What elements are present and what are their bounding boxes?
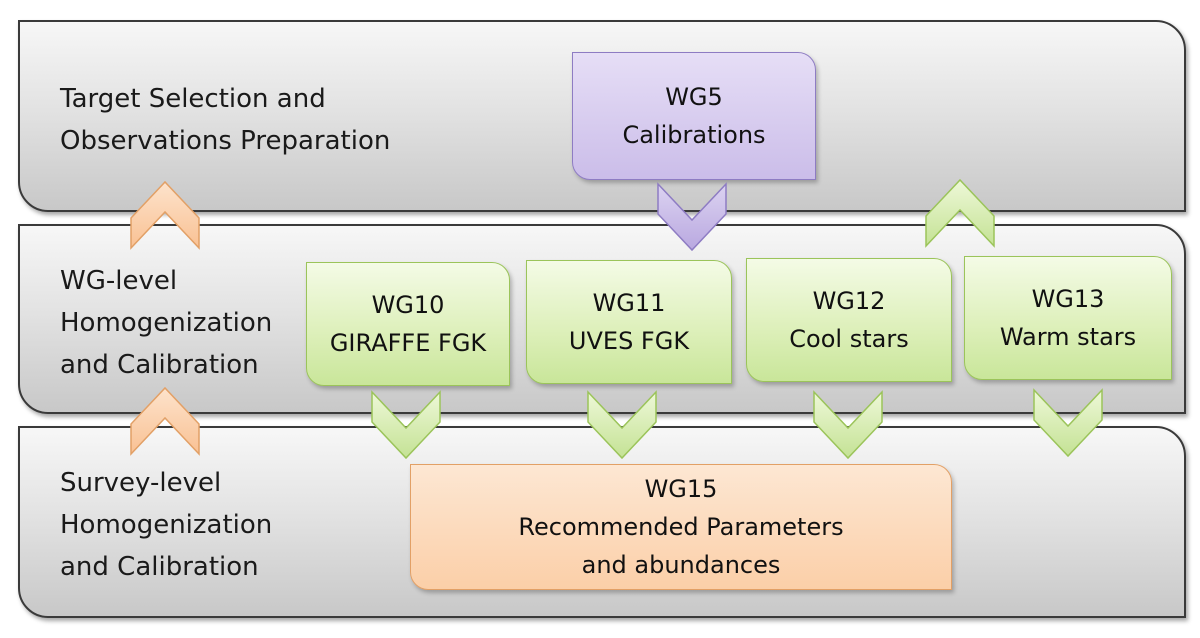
up-arrow-icon <box>925 178 995 248</box>
up-arrow-icon <box>130 180 200 250</box>
up-arrow-icon <box>130 386 200 456</box>
wg11-subtitle: UVES FGK <box>568 327 690 355</box>
wg10-title: WG10 <box>371 291 445 319</box>
tier-target-selection-label: Target Selection and Observations Prepar… <box>60 84 391 156</box>
wg15-title: WG15 <box>644 475 718 503</box>
wg13-subtitle: Warm stars <box>999 323 1137 351</box>
wg5-subtitle: Calibrations <box>622 121 766 149</box>
wg11-title: WG11 <box>592 289 666 317</box>
tier-survey-level-label: Survey-level Homogenization and Calibrat… <box>60 468 273 582</box>
wg12-cool-stars-box: WG12 Cool stars <box>746 258 952 382</box>
wg15-subtitle: Recommended Parameters <box>518 513 844 541</box>
wg13-title: WG13 <box>1031 285 1105 313</box>
wg11-uves-fgk-box: WG11 UVES FGK <box>526 260 732 384</box>
down-arrow-icon <box>1033 388 1103 458</box>
tier-wg-level-label: WG-level Homogenization and Calibration <box>60 266 273 380</box>
wg15-subtitle-2: and abundances <box>581 551 781 579</box>
wg10-subtitle: GIRAFFE FGK <box>329 329 487 357</box>
down-arrow-icon <box>813 390 883 460</box>
wg15-recommended-parameters-box: WG15 Recommended Parameters and abundanc… <box>410 464 952 590</box>
wg12-subtitle: Cool stars <box>789 325 909 353</box>
wg12-title: WG12 <box>812 287 886 315</box>
down-arrow-icon <box>587 390 657 460</box>
wg5-title: WG5 <box>665 83 723 111</box>
down-arrow-icon <box>657 182 727 252</box>
wg10-giraffe-fgk-box: WG10 GIRAFFE FGK <box>306 262 510 386</box>
wg5-calibrations-box: WG5 Calibrations <box>572 52 816 180</box>
wg13-warm-stars-box: WG13 Warm stars <box>964 256 1172 380</box>
down-arrow-icon <box>371 390 441 460</box>
